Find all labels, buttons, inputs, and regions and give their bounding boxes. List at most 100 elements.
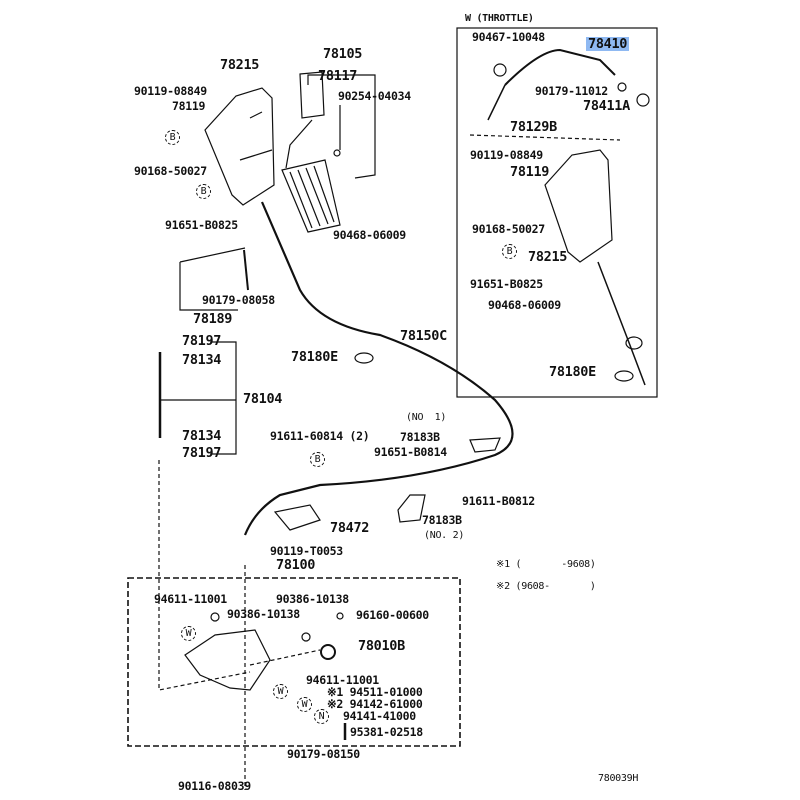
part-label[interactable]: 94611-11001	[154, 592, 227, 606]
spring	[320, 644, 336, 660]
part-label[interactable]: 78119	[510, 164, 550, 180]
part-label[interactable]: 78134	[182, 352, 222, 368]
part-label[interactable]: 78010B	[358, 638, 405, 654]
part-label[interactable]: 90168-50027	[472, 222, 545, 236]
throttle-box-frame	[456, 27, 658, 398]
pedal-lever	[285, 119, 313, 169]
bushing	[301, 632, 311, 642]
part-label[interactable]: 78117	[318, 68, 358, 84]
leader-lines	[160, 341, 237, 455]
part-label[interactable]: 78215	[220, 57, 260, 73]
part-label[interactable]: 90468-06009	[488, 298, 561, 312]
clip	[336, 612, 344, 620]
part-label[interactable]: 78411A	[583, 98, 630, 114]
part-label[interactable]: 78189	[193, 311, 233, 327]
part-label[interactable]: 91611-B0812	[462, 494, 535, 508]
part-label[interactable]: 90468-06009	[333, 228, 406, 242]
cable-clamp-no2	[397, 494, 426, 523]
pedal-arm	[299, 71, 325, 119]
housing-detail	[239, 111, 273, 161]
part-label[interactable]: 95381-02518	[350, 725, 423, 739]
part-label[interactable]: 90254-04034	[338, 89, 411, 103]
bolt-callout: B	[502, 244, 517, 259]
part-label[interactable]: 91651-B0825	[470, 277, 543, 291]
part-label[interactable]: 90179-08150	[287, 747, 360, 761]
bushing	[210, 612, 220, 622]
bolt-callout: B	[196, 184, 211, 199]
leader-lines	[179, 247, 246, 311]
throttle-pedal-housing	[544, 149, 613, 263]
throttle-cable-end	[487, 84, 506, 121]
position-note: (NO. 2)	[424, 530, 465, 541]
part-label[interactable]: ※1 94511-01000	[327, 685, 423, 699]
part-label[interactable]: ※2 94142-61000	[327, 697, 423, 711]
part-label[interactable]: 78183B	[400, 430, 440, 444]
part-label[interactable]: 91651-B0825	[165, 218, 238, 232]
highlighted-part-label[interactable]: 78410	[586, 36, 630, 52]
grommet	[354, 352, 374, 364]
part-label[interactable]: 90179-11012	[535, 84, 608, 98]
position-note: (NO 1)	[406, 412, 447, 423]
grommet	[614, 370, 634, 382]
stopper	[333, 149, 341, 157]
footnote: ※2 (9608- )	[496, 581, 596, 592]
throttle-box-title: W (THROTTLE)	[465, 13, 534, 24]
part-label[interactable]: 96160-00600	[356, 608, 429, 622]
part-label[interactable]: 91651-B0814	[374, 445, 447, 459]
part-label[interactable]: 90168-50027	[134, 164, 207, 178]
part-label[interactable]: 90386-10138	[227, 607, 300, 621]
washer-callout: W	[181, 626, 196, 641]
throttle-inner-cable	[597, 261, 646, 386]
part-label[interactable]: 78129B	[510, 119, 557, 135]
part-label[interactable]: 78180E	[549, 364, 596, 380]
dashed-guide	[249, 649, 321, 666]
part-label[interactable]: 78215	[528, 249, 568, 265]
bracket-78472	[273, 504, 321, 531]
throttle-cable	[504, 48, 616, 86]
part-label[interactable]: 90119-08849	[134, 84, 207, 98]
pedal-pad	[281, 159, 341, 233]
washer-callout: W	[273, 684, 288, 699]
part-label[interactable]: 90119-08849	[470, 148, 543, 162]
pedal-bracket-box	[127, 577, 461, 747]
part-label[interactable]: 90119-T0053	[270, 544, 343, 558]
part-label[interactable]: 78180E	[291, 349, 338, 365]
clamp	[493, 63, 507, 77]
part-label[interactable]: 90179-08058	[202, 293, 275, 307]
dashed-guide	[469, 134, 621, 141]
part-label[interactable]: 78105	[323, 46, 363, 62]
washer-callout: W	[297, 697, 312, 712]
cap	[636, 93, 650, 107]
diagram-code: 780039H	[598, 773, 639, 784]
leader-lines	[307, 74, 376, 179]
part-label[interactable]: 90116-08039	[178, 779, 251, 793]
part-label[interactable]: 90386-10138	[276, 592, 349, 606]
part-label[interactable]: 78104	[243, 391, 283, 407]
bolt-callout: B	[310, 452, 325, 467]
nut	[617, 82, 627, 92]
pedal-housing	[204, 87, 275, 206]
part-label[interactable]: 90467-10048	[472, 30, 545, 44]
cable-boot	[625, 336, 643, 350]
part-label[interactable]: 78119	[172, 99, 206, 113]
part-label[interactable]: 78197	[182, 445, 222, 461]
part-label[interactable]: 78150C	[400, 328, 447, 344]
bolt-shaft	[243, 249, 249, 291]
part-label[interactable]: 94611-11001	[306, 673, 379, 687]
pedal-pad-ribs	[289, 165, 335, 229]
part-label[interactable]: 78197	[182, 333, 222, 349]
bolt-callout: B	[165, 130, 180, 145]
part-label[interactable]: 78100	[276, 557, 316, 573]
part-label[interactable]: 78134	[182, 428, 222, 444]
part-label[interactable]: 91611-60814 (2)	[270, 429, 370, 443]
dashed-guide	[158, 460, 251, 691]
accelerator-cable	[243, 201, 514, 536]
cable-clamp-no1	[469, 437, 501, 453]
part-label[interactable]: 78183B	[422, 513, 462, 527]
part-label[interactable]: 78472	[330, 520, 370, 536]
footnote: ※1 ( -9608)	[496, 559, 596, 570]
part-label[interactable]: 94141-41000	[343, 709, 416, 723]
nut-callout: N	[314, 709, 329, 724]
